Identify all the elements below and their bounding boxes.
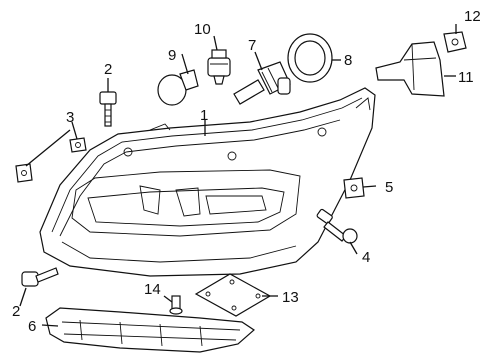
callout-12: 12 bbox=[464, 8, 481, 25]
callout-10: 10 bbox=[194, 21, 211, 38]
clip-right bbox=[343, 177, 365, 199]
callout-1: 1 bbox=[200, 107, 208, 124]
headlamp-bulb bbox=[233, 61, 291, 105]
mounting-bracket bbox=[375, 41, 445, 97]
callout-2-upper: 2 bbox=[104, 61, 112, 78]
callout-9: 9 bbox=[168, 47, 176, 64]
seal-ring bbox=[287, 33, 333, 83]
callout-8: 8 bbox=[344, 52, 352, 69]
bolt-upper bbox=[99, 91, 117, 127]
callout-2-lower: 2 bbox=[12, 303, 20, 320]
bulb-socket bbox=[207, 49, 231, 85]
callout-4: 4 bbox=[362, 249, 370, 266]
lower-bracket bbox=[45, 307, 255, 353]
headlamp-assembly bbox=[39, 87, 376, 277]
callout-6: 6 bbox=[28, 318, 36, 335]
callout-7: 7 bbox=[248, 37, 256, 54]
bolt-lower bbox=[21, 267, 59, 287]
clip-nut-lower bbox=[15, 163, 33, 183]
mounting-plate bbox=[194, 273, 272, 317]
callout-labels: 1 2 2 3 4 5 6 7 8 9 10 11 12 13 14 bbox=[12, 8, 481, 335]
clip-nut-upper bbox=[69, 137, 87, 153]
clip-top-right bbox=[443, 31, 467, 53]
callout-3: 3 bbox=[66, 109, 74, 126]
callout-14: 14 bbox=[144, 281, 161, 298]
bulb-turn-signal bbox=[157, 69, 199, 106]
leader-lines bbox=[19, 24, 457, 327]
callout-5: 5 bbox=[385, 179, 393, 196]
callout-11: 11 bbox=[458, 69, 474, 86]
screw bbox=[169, 295, 183, 315]
callout-13: 13 bbox=[282, 289, 299, 306]
bolt-right bbox=[316, 208, 358, 244]
